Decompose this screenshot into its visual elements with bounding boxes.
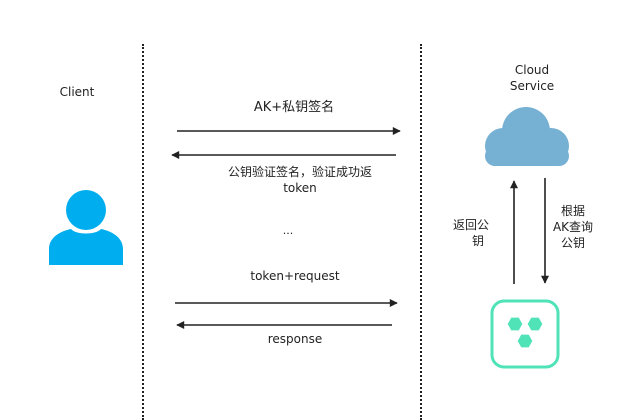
- lookup-label-line3: 公钥: [560, 236, 586, 250]
- msg-verify-line1: 公钥验证签名，验证成功返: [227, 165, 373, 179]
- msg-ak-sign: AK+私钥签名: [253, 100, 335, 115]
- cloud-service-label-line2: Service: [509, 79, 555, 93]
- lookup-label-line1: 根据: [560, 204, 586, 218]
- service-boundary-line: [420, 44, 422, 420]
- client-label: Client: [59, 85, 95, 99]
- user-icon: [49, 190, 123, 265]
- cloud-service-label-line1: Cloud: [514, 63, 550, 77]
- msg-response: response: [267, 332, 323, 346]
- lookup-label-line2: AK查询: [552, 220, 594, 234]
- cloud-icon: [485, 107, 569, 166]
- msg-token-request: token+request: [250, 269, 340, 283]
- return-key-label-line1: 返回公: [452, 218, 490, 232]
- client-boundary-line: [142, 44, 144, 420]
- msg-verify-line2: token: [283, 181, 317, 195]
- service-node-icon: [490, 299, 560, 369]
- return-key-label-line2: 钥: [471, 234, 485, 248]
- msg-ellipsis: ...: [282, 224, 294, 237]
